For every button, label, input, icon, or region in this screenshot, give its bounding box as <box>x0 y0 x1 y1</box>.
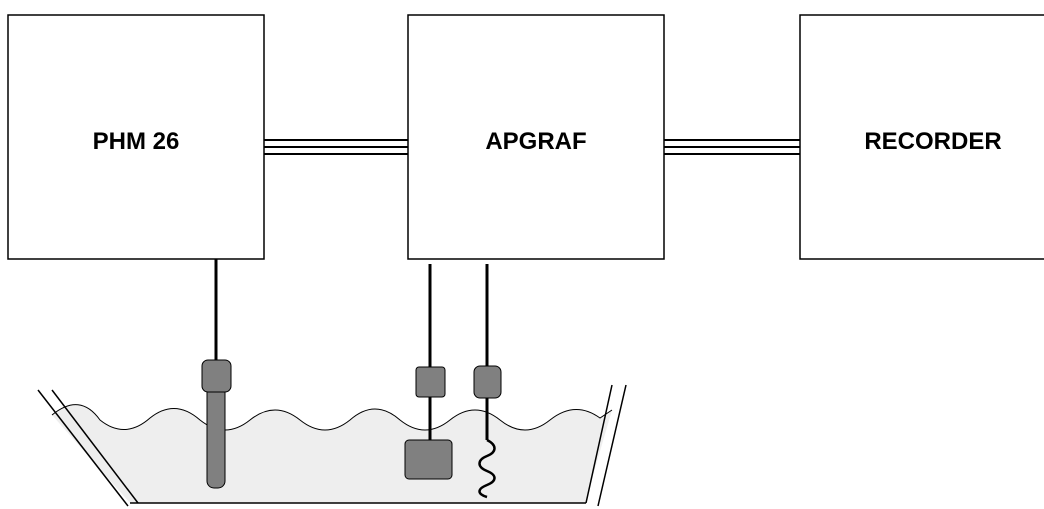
block-apgraf[interactable]: APGRAF <box>407 14 665 260</box>
block-apgraf-label: APGRAF <box>485 128 586 155</box>
ph-electrode-cap <box>201 359 232 393</box>
coil-wire <box>478 438 496 499</box>
coil-electrode-probe <box>473 264 502 499</box>
block-phm26-box <box>7 14 265 260</box>
liquid-surface <box>51 404 613 431</box>
beaker <box>37 384 627 507</box>
coil-electrode-connector <box>473 365 502 399</box>
ph-electrode-body <box>206 384 226 489</box>
liquid <box>52 404 612 503</box>
block-recorder[interactable]: RECORDER <box>799 14 1044 260</box>
block-phm26-label: PHM 26 <box>93 128 180 155</box>
beaker-right-inner <box>585 384 613 504</box>
block-electrode-plate <box>404 439 453 480</box>
block-recorder-box <box>799 14 1044 260</box>
beaker-right-outer <box>597 384 627 507</box>
block-electrode-probe <box>404 264 453 480</box>
ph-electrode <box>201 259 232 489</box>
block-phm26[interactable]: PHM 26 <box>7 14 265 260</box>
connection-apgraf-recorder <box>664 139 800 155</box>
block-electrode-connector <box>415 366 446 398</box>
block-recorder-label: RECORDER <box>864 128 1001 155</box>
connection-phm26-apgraf <box>264 139 408 155</box>
beaker-left-outer <box>37 389 129 507</box>
beaker-left-inner <box>51 389 139 504</box>
block-apgraf-box <box>407 14 665 260</box>
